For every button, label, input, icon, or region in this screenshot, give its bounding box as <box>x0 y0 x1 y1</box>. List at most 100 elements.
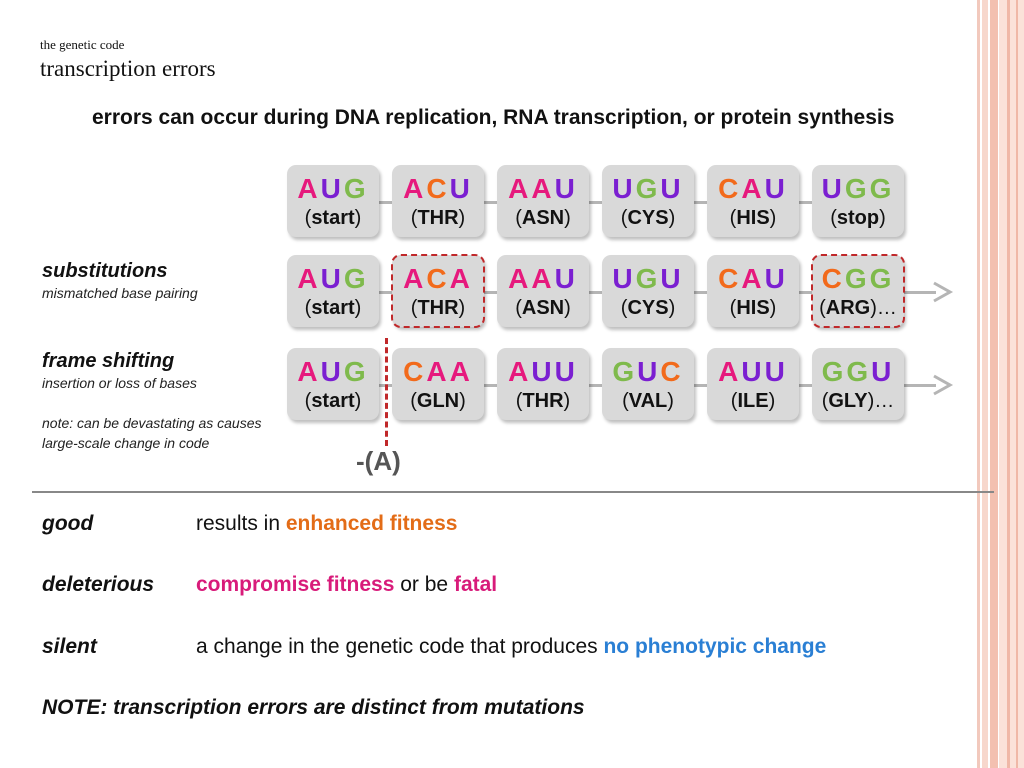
row-description: note: can be devastating as causes <box>42 415 262 431</box>
base-letter: G <box>612 356 638 387</box>
strand-arrow-icon <box>933 281 954 303</box>
outcome-text-part: fatal <box>453 573 498 596</box>
outcome-definition: a change in the genetic code that produc… <box>196 635 826 659</box>
codon-box: AAU(ASN) <box>497 255 589 327</box>
outcome-text-part: a change in the genetic code that produc… <box>196 635 604 658</box>
intro-text: errors can occur during DNA replication,… <box>92 106 895 129</box>
codon-box: GGU (GLY)… <box>812 348 904 420</box>
outcome-text-part: results in <box>196 512 286 535</box>
amino-acid-label: (VAL) <box>622 390 674 412</box>
codon-bases: AUU <box>497 356 589 388</box>
decor-stripe <box>990 0 998 768</box>
codon-box: CAU(HIS) <box>707 255 799 327</box>
codon-bases: UGU <box>602 263 694 295</box>
base-letter: A <box>449 263 473 294</box>
amino-acid-label: (start) <box>304 207 362 229</box>
outcome-text-part: compromise fitness <box>196 573 395 596</box>
base-letter: U <box>554 356 578 387</box>
base-letter: G <box>635 263 661 294</box>
amino-acid-label: (start) <box>304 297 362 319</box>
codon-bases: UGG <box>812 173 904 205</box>
codon-box: GUC(VAL) <box>602 348 694 420</box>
amino-acid-label: (stop) <box>830 207 886 229</box>
base-letter: U <box>871 356 895 387</box>
base-letter: C <box>426 173 450 204</box>
base-letter: U <box>449 173 473 204</box>
codon-box: UGU(CYS) <box>602 165 694 237</box>
codon-box: AUU(THR) <box>497 348 589 420</box>
deletion-marker-line <box>385 338 388 446</box>
slide-title: transcription errors <box>40 56 216 81</box>
amino-acid-label: (GLY)… <box>821 390 895 412</box>
codon-box: CGG(ARG)… <box>811 254 905 328</box>
amino-acid-label: (THR) <box>410 207 466 229</box>
codon-bases: AUG <box>287 173 379 205</box>
amino-acid-label: (ASN) <box>515 297 571 319</box>
base-letter: U <box>660 173 684 204</box>
deletion-label: -(A) <box>356 446 401 476</box>
outcome-text-part: no phenotypic change <box>603 635 827 658</box>
base-letter: U <box>821 173 845 204</box>
codon-box: UGG(stop) <box>812 165 904 237</box>
base-letter: G <box>844 263 870 294</box>
strand-arrow-icon <box>933 374 954 396</box>
codon-bases: GUC <box>602 356 694 388</box>
codon-bases: UGU <box>602 173 694 205</box>
base-letter: C <box>821 263 845 294</box>
row-heading: frame shifting <box>42 350 175 372</box>
base-letter: A <box>508 173 532 204</box>
base-letter: A <box>449 356 473 387</box>
base-letter: G <box>635 173 661 204</box>
codon-box: ACU (THR) <box>392 165 484 237</box>
codon-strand-line <box>300 201 890 204</box>
base-letter: A <box>531 173 555 204</box>
outcome-term: deleterious <box>42 573 155 596</box>
base-letter: A <box>508 356 532 387</box>
base-letter: G <box>343 263 369 294</box>
base-letter: U <box>764 356 788 387</box>
decor-stripe <box>982 0 988 768</box>
codon-box: CAU(HIS) <box>707 165 799 237</box>
amino-acid-label: (THR) <box>410 297 466 319</box>
base-letter: G <box>821 356 847 387</box>
base-letter: A <box>531 263 555 294</box>
base-letter: G <box>846 356 872 387</box>
base-letter: U <box>612 263 636 294</box>
base-letter: C <box>426 263 450 294</box>
base-letter: C <box>718 263 742 294</box>
outcome-definition: results in enhanced fitness <box>196 512 457 536</box>
codon-bases: CGG <box>812 263 904 295</box>
base-letter: C <box>403 356 427 387</box>
amino-acid-label: (HIS) <box>729 297 777 319</box>
base-letter: G <box>844 173 870 204</box>
note-text: NOTE: transcription errors are distinct … <box>42 696 585 719</box>
base-letter: G <box>343 173 369 204</box>
outcome-text-part: enhanced fitness <box>285 512 458 535</box>
base-letter: A <box>403 173 427 204</box>
codon-box: AUG(start) <box>287 165 379 237</box>
base-letter: U <box>764 263 788 294</box>
base-letter: U <box>741 356 765 387</box>
row-description: large-scale change in code <box>42 435 210 451</box>
decor-stripe <box>977 0 980 768</box>
outcome-term: good <box>42 512 94 535</box>
slide-subtitle: the genetic code <box>40 37 125 52</box>
codon-bases: CAU <box>707 263 799 295</box>
base-letter: C <box>660 356 684 387</box>
base-letter: U <box>320 356 344 387</box>
outcome-term: silent <box>42 635 97 658</box>
base-letter: G <box>343 356 369 387</box>
base-letter: U <box>554 263 578 294</box>
base-letter: U <box>320 173 344 204</box>
codon-bases: AUU <box>707 356 799 388</box>
codon-box: AUG(start) <box>287 348 379 420</box>
base-letter: U <box>320 263 344 294</box>
amino-acid-label: (ASN) <box>515 207 571 229</box>
decor-stripe <box>999 0 1024 768</box>
base-letter: A <box>403 263 427 294</box>
outcome-text-part: or be <box>394 573 454 596</box>
codon-box: ACA (THR) <box>391 254 485 328</box>
base-letter: A <box>297 356 321 387</box>
amino-acid-label: (THR) <box>515 390 571 412</box>
